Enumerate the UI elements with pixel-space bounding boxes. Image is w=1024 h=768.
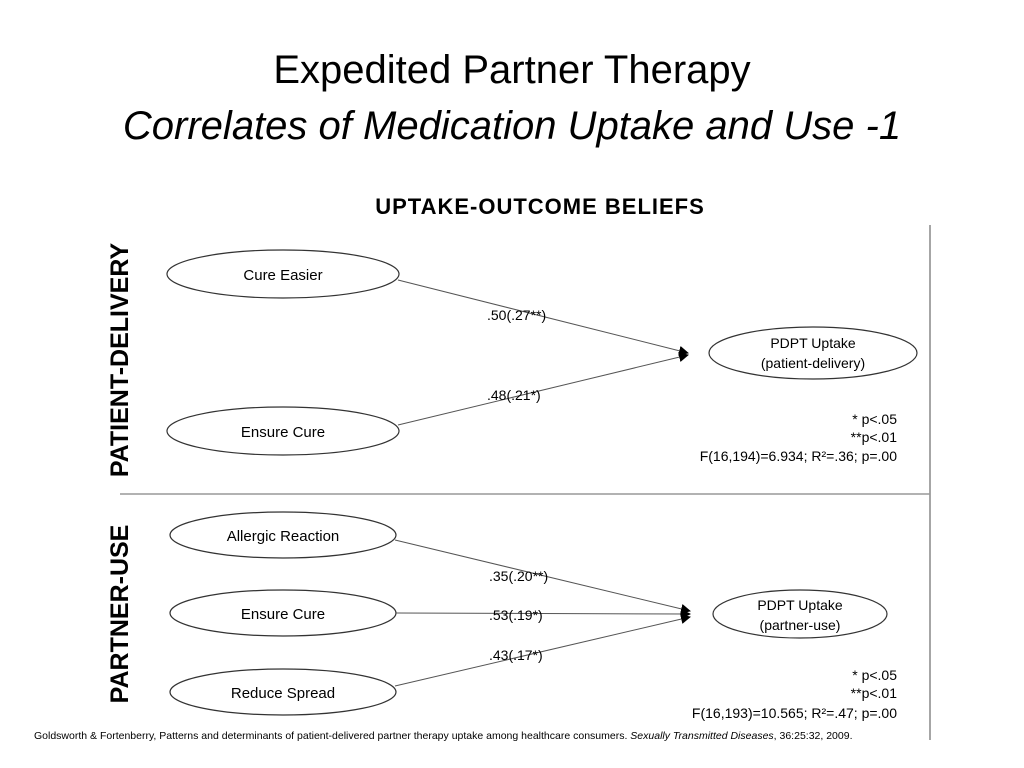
path-arrow <box>397 352 689 426</box>
predictor-node <box>169 668 397 716</box>
predictor-label: Allergic Reaction <box>227 528 340 545</box>
predictor-node <box>169 511 397 559</box>
outcome-label-line1: PDPT Uptake <box>757 597 843 613</box>
section-label-partner-use: PARTNER-USE <box>106 525 134 704</box>
outcome-label-line2: (partner-use) <box>760 617 841 633</box>
path-arrow <box>394 539 691 614</box>
model-stats: F(16,193)=10.565; R²=.47; p=.00 <box>692 705 897 721</box>
citation: Goldsworth & Fortenberry, Patterns and d… <box>34 730 994 742</box>
path-coefficient: .35(.20**) <box>489 568 548 584</box>
diagram-heading: UPTAKE-OUTCOME BELIEFS <box>375 194 705 219</box>
outcome-node <box>708 326 918 380</box>
patient-delivery-model: Cure Easier Ensure Cure PDPT Uptake (pat… <box>166 249 918 464</box>
predictor-label: Ensure Cure <box>241 606 325 623</box>
path-arrow <box>397 279 689 356</box>
path-arrow <box>394 614 691 687</box>
slide-subtitle: Correlates of Medication Uptake and Use … <box>122 104 902 148</box>
predictor-label: Ensure Cure <box>241 424 325 441</box>
outcome-label-line1: PDPT Uptake <box>770 335 856 351</box>
outcome-node <box>712 589 888 639</box>
citation-text: Goldsworth & Fortenberry, Patterns and d… <box>34 730 631 742</box>
significance-note: **p<.01 <box>851 429 898 445</box>
predictor-node <box>166 249 400 299</box>
significance-note: * p<.05 <box>852 667 897 683</box>
significance-note: * p<.05 <box>852 411 897 427</box>
predictor-label: Cure Easier <box>243 267 322 284</box>
citation-journal: Sexually Transmitted Diseases <box>630 730 774 742</box>
path-coefficient: .48(.21*) <box>487 387 541 403</box>
section-label-patient-delivery: PATIENT-DELIVERY <box>106 243 134 478</box>
predictor-node <box>166 406 400 456</box>
significance-note: **p<.01 <box>851 685 898 701</box>
path-coefficient: .53(.19*) <box>489 607 543 623</box>
path-arrow <box>395 608 691 619</box>
path-coefficient: .50(.27**) <box>487 307 546 323</box>
outcome-label-line2: (patient-delivery) <box>761 355 865 371</box>
model-stats: F(16,194)=6.934; R²=.36; p=.00 <box>700 448 898 464</box>
citation-ref: , 36:25:32, 2009. <box>773 730 853 742</box>
path-coefficient: .43(.17*) <box>489 647 543 663</box>
partner-use-model: Allergic Reaction Ensure Cure Reduce Spr… <box>169 511 898 721</box>
predictor-label: Reduce Spread <box>231 685 335 702</box>
slide-title: Expedited Partner Therapy <box>273 48 751 92</box>
